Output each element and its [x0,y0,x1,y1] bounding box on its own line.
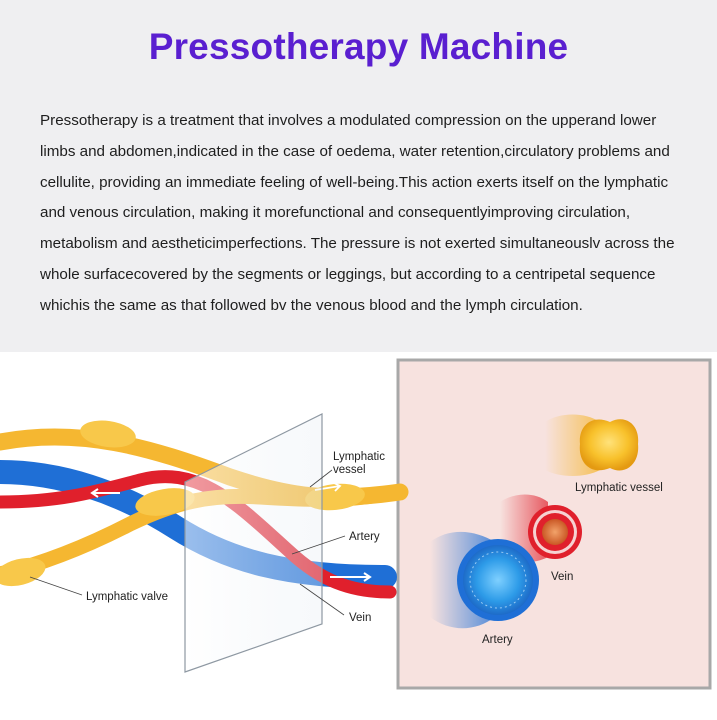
cross-section-lymphatic-vessel [545,414,639,476]
label-lymphatic-vessel-line1: Lymphatic [333,451,385,463]
circulation-diagram: Lymphatic vessel Vein Artery [0,358,712,690]
label-lymphatic-vessel-line2: vessel [333,464,366,476]
flow-arrow [330,572,372,582]
cross-label-artery: Artery [482,634,513,646]
cutting-plane [184,413,323,673]
cross-label-lymphatic-vessel: Lymphatic vessel [575,482,663,494]
cross-label-vein: Vein [551,571,573,583]
label-artery: Artery [349,531,380,543]
leader-lymphatic-valve [29,576,83,596]
leader-lymphatic-vessel [309,469,333,488]
lymphatic-valve-bulb [80,420,136,448]
label-lymphatic-valve: Lymphatic valve [86,591,168,603]
lymphatic-valve-bulb [0,557,46,587]
page-title: Pressotherapy Machine [148,26,569,67]
leader-artery [291,535,346,555]
label-vein: Vein [349,612,371,624]
cross-section-artery [430,531,539,629]
flow-arrow [90,488,120,498]
header-panel: Pressotherapy Machine Pressotherapy is a… [0,0,717,352]
description-text: Pressotherapy is a treatment that involv… [40,112,675,314]
lymphatic-valve-bulb [135,488,195,516]
leader-vein [299,583,345,616]
